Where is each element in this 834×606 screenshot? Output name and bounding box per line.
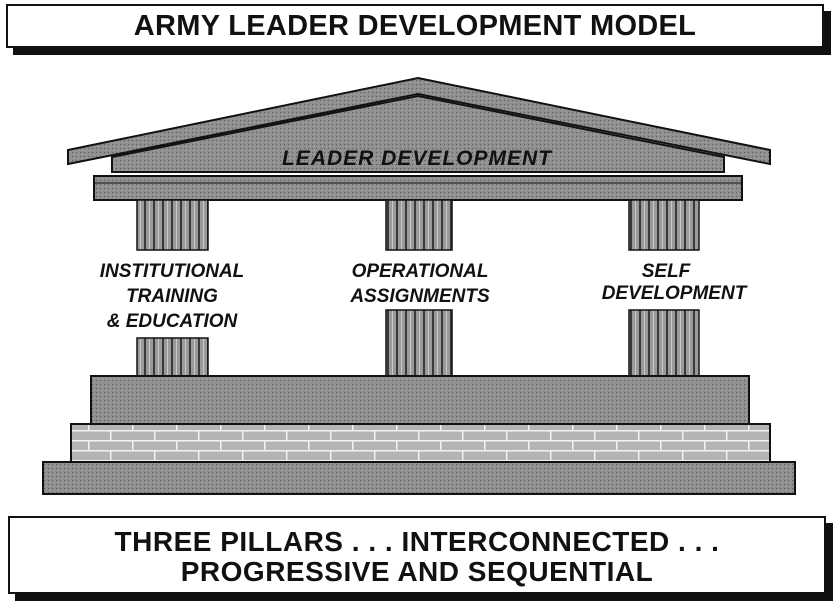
pillar-1-bottom: [136, 337, 209, 377]
pillar-2-line-1: OPERATIONAL: [352, 261, 489, 282]
title-banner: ARMY LEADER DEVELOPMENT MODEL: [6, 4, 824, 48]
footer-banner: THREE PILLARS . . . INTERCONNECTED . . .…: [8, 516, 826, 594]
pillar-1-line-2: TRAINING: [126, 286, 218, 307]
entablature: [93, 175, 743, 201]
pillar-2-top: [385, 199, 453, 251]
pillar-3-label: SELF DEVELOPMENT: [602, 261, 748, 304]
pillar-3-line-2: DEVELOPMENT: [602, 283, 748, 304]
pillar-1-top: [136, 199, 209, 251]
footer-line-1: THREE PILLARS . . . INTERCONNECTED . . .: [114, 526, 720, 557]
pillar-1-label: INSTITUTIONAL TRAINING & EDUCATION: [100, 261, 245, 332]
footer-line-2: PROGRESSIVE AND SEQUENTIAL: [180, 556, 654, 587]
pediment-label: LEADER DEVELOPMENT: [282, 147, 553, 170]
pillar-3-line-1: SELF: [642, 261, 692, 282]
roof-eaves: [67, 76, 771, 166]
pillar-3-top: [628, 199, 700, 251]
pillar-1-line-1: INSTITUTIONAL: [100, 261, 245, 282]
pediment-triangle: [111, 94, 725, 173]
brick-step: [70, 423, 771, 463]
pediment: LEADER DEVELOPMENT: [67, 76, 771, 173]
pillar-3-bottom: [628, 309, 700, 377]
foundation: [42, 461, 796, 495]
pillar-2-label: OPERATIONAL ASSIGNMENTS: [349, 261, 490, 307]
pillar-2-bottom: [385, 309, 453, 377]
pillar-2-line-2: ASSIGNMENTS: [349, 286, 490, 307]
base-platform: [90, 375, 750, 425]
pillar-1-line-3: & EDUCATION: [107, 311, 239, 332]
diagram-title: ARMY LEADER DEVELOPMENT MODEL: [133, 10, 697, 42]
